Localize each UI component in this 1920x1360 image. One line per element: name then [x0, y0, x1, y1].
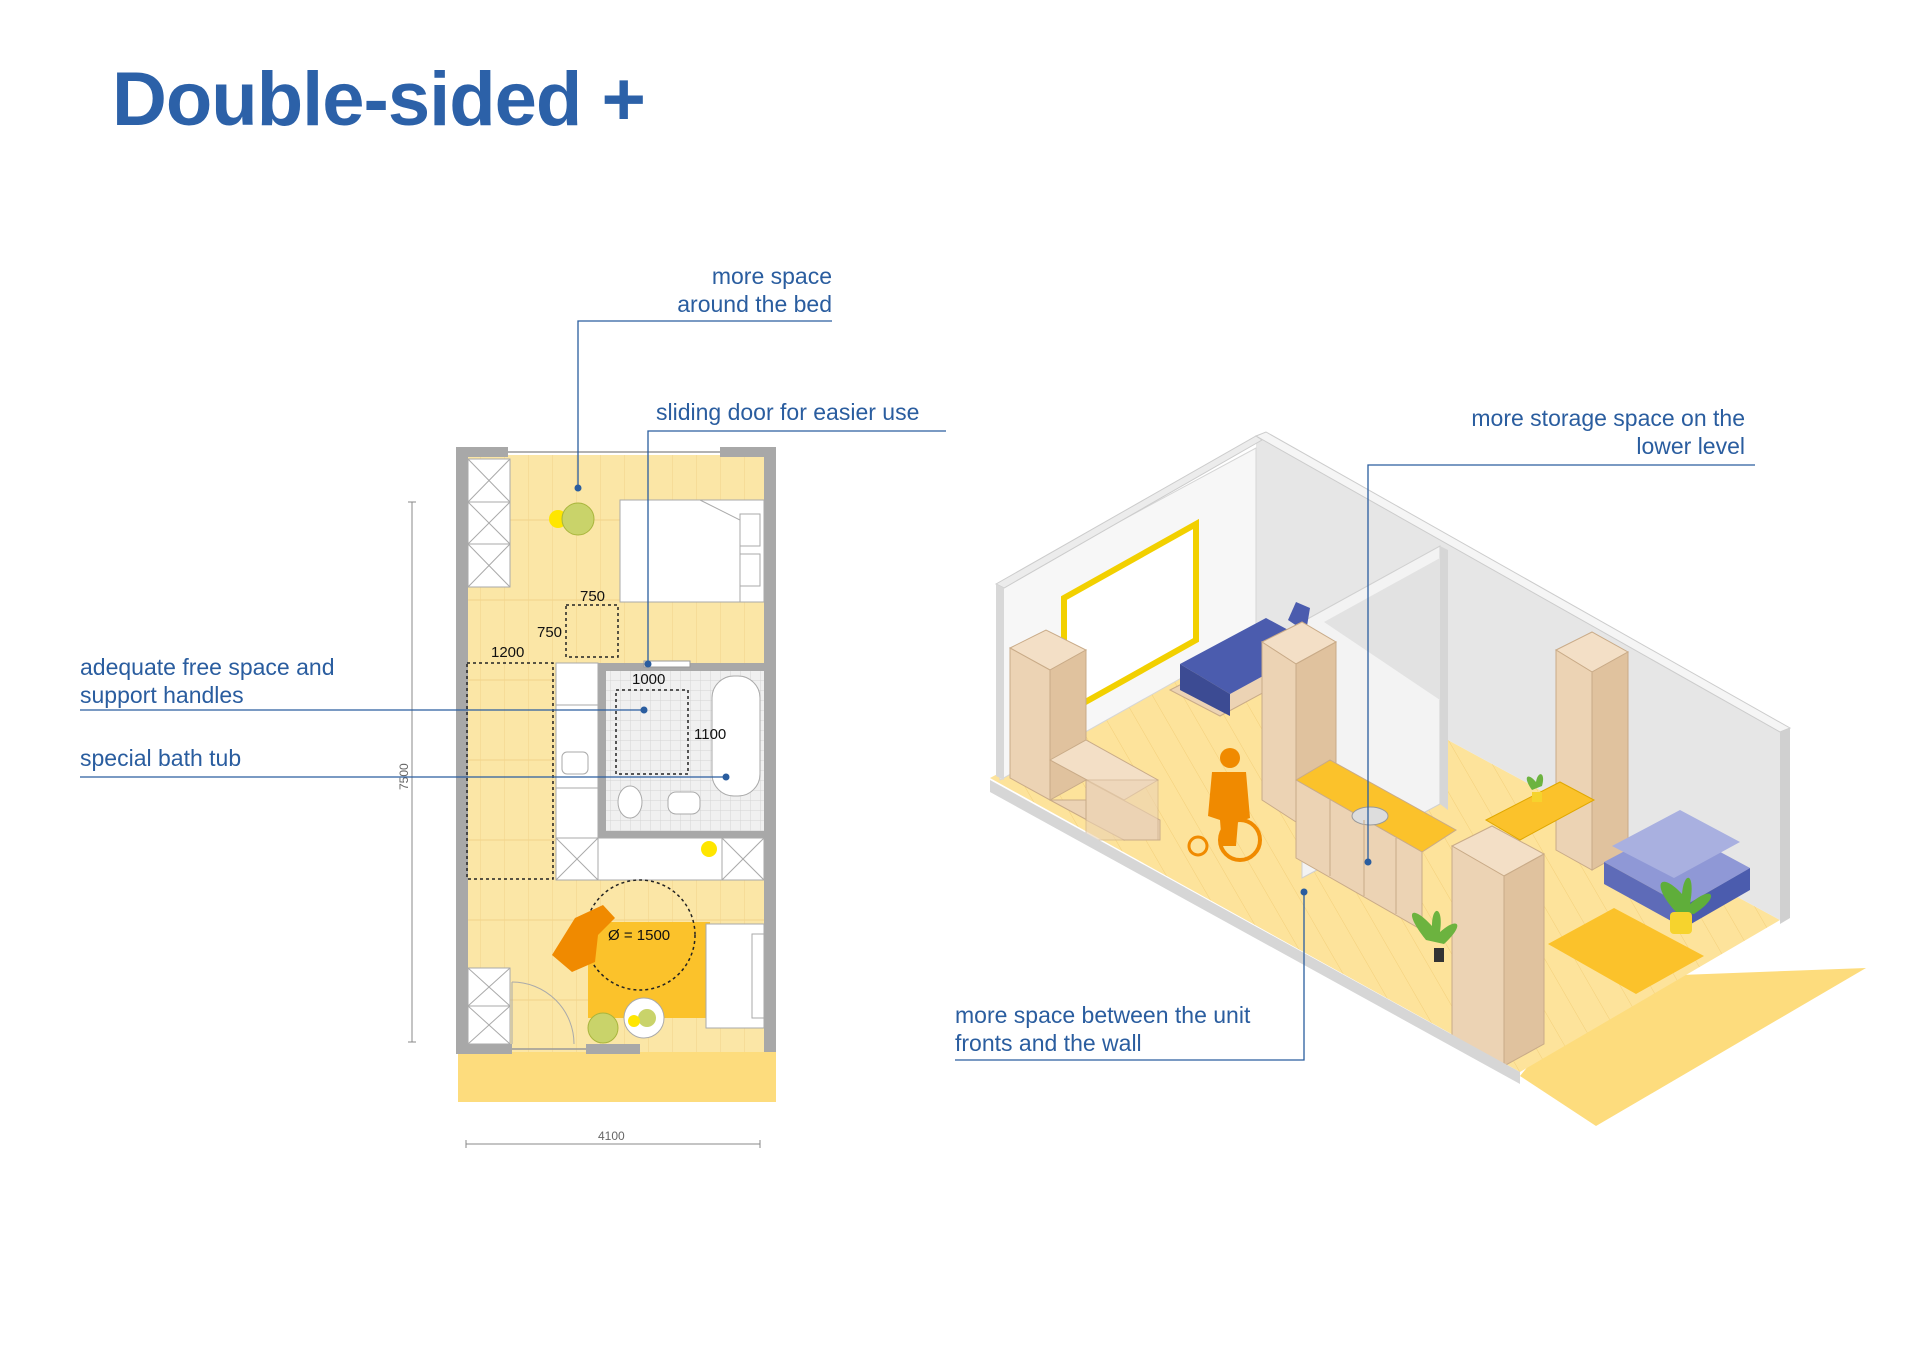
dim-1000: 1000: [632, 671, 665, 688]
dim-overall-width: 4100: [598, 1129, 625, 1143]
iso-plant-right: [1660, 877, 1712, 934]
plan-washbasin: [667, 791, 701, 815]
leader-dots: [574, 484, 1372, 896]
plan-wardrobe-top: [467, 458, 511, 588]
leader-bed: [577, 320, 832, 487]
callout-bath-tub: special bath tub: [80, 745, 242, 771]
isometric-view: [990, 431, 1866, 1126]
dim-turning-circle: Ø = 1500: [608, 927, 670, 944]
dim-1100: 1100: [694, 726, 726, 743]
plan-kitchen-column: [555, 662, 599, 839]
plan-bed: [619, 499, 765, 603]
plan-kitchen-lamp: [701, 841, 717, 857]
plan-sliding-door: [643, 660, 691, 668]
iso-back-column: [1554, 631, 1630, 871]
callout-bed: more space around the bed: [677, 263, 832, 317]
leader-dot-free-space: [640, 706, 648, 714]
callout-unit-fronts: more space between the unit fronts and t…: [955, 1002, 1251, 1056]
plan-wheelchair: [552, 905, 615, 972]
iso-rug: [1548, 908, 1704, 994]
iso-kitchen: [1295, 759, 1457, 931]
iso-back-wall-edge: [1780, 728, 1790, 924]
page-title: Double-sided +: [112, 57, 646, 142]
plan-kitchen-counter: [555, 837, 765, 881]
plan-wall-right: [764, 447, 776, 1052]
plan-sofa-back: [751, 933, 765, 1019]
leader-lines: [80, 320, 1755, 1061]
plan-wall-left: [456, 447, 468, 1052]
plan-wall-bottom-right: [586, 1044, 640, 1054]
plan-shower-space: [615, 689, 689, 775]
plan-lamp-2: [628, 1015, 640, 1027]
iso-bath-wall-side: [1440, 546, 1448, 810]
plan-plant-2: [638, 1009, 656, 1027]
iso-wheelchair-user: [1187, 748, 1262, 862]
plan-bathtub: [711, 675, 761, 797]
iso-front-column: [1450, 825, 1546, 1067]
plan-plant-green: [561, 502, 595, 536]
floor-plan: 750 750 1000 1100 1200: [397, 447, 776, 1148]
leader-storage: [1367, 464, 1755, 862]
dim-1200: 1200: [491, 644, 524, 661]
plan-toilet: [617, 785, 643, 819]
leader-dot-bed: [574, 484, 582, 492]
leader-unit-fronts: [955, 892, 1305, 1061]
iso-plant-desk: [1526, 774, 1544, 802]
leader-sliding-door: [647, 430, 946, 664]
plan-wardrobe-bottom: [467, 967, 511, 1045]
plan-terrace: [458, 1052, 776, 1102]
iso-bed-side: [1180, 664, 1230, 716]
plan-clearance-1200: [466, 662, 554, 880]
leader-dot-storage: [1364, 858, 1372, 866]
leader-dot-unit-fronts: [1300, 888, 1308, 896]
leader-dot-bath-tub: [722, 773, 730, 781]
iso-back-wall: [1256, 436, 1780, 920]
plan-clearance-750: [565, 604, 619, 658]
callout-sliding-door: sliding door for easier use: [656, 399, 920, 425]
iso-sofa: [1604, 810, 1750, 928]
plan-plant-1: [587, 1012, 619, 1044]
plan-entry-door-arc: [511, 981, 575, 1045]
iso-storage-cubes: [1008, 629, 1161, 841]
iso-bath-wall-divide: [1324, 558, 1440, 700]
dim-750-a: 750: [580, 588, 605, 605]
callout-free-space: adequate free space and support handles: [80, 654, 335, 708]
callout-storage: more storage space on the lower level: [1471, 405, 1745, 459]
plan-turning-circle: [584, 879, 696, 991]
iso-left-wall-thick: [996, 584, 1004, 780]
iso-front-edge: [990, 780, 1520, 1084]
iso-plant-front: [1411, 910, 1458, 962]
dim-750-b: 750: [537, 624, 562, 641]
plan-wall-bottom-left: [456, 1044, 512, 1054]
leader-dot-sliding-door: [644, 660, 652, 668]
plan-wall-top-right: [720, 447, 776, 457]
plan-wall-top-left: [456, 447, 508, 457]
